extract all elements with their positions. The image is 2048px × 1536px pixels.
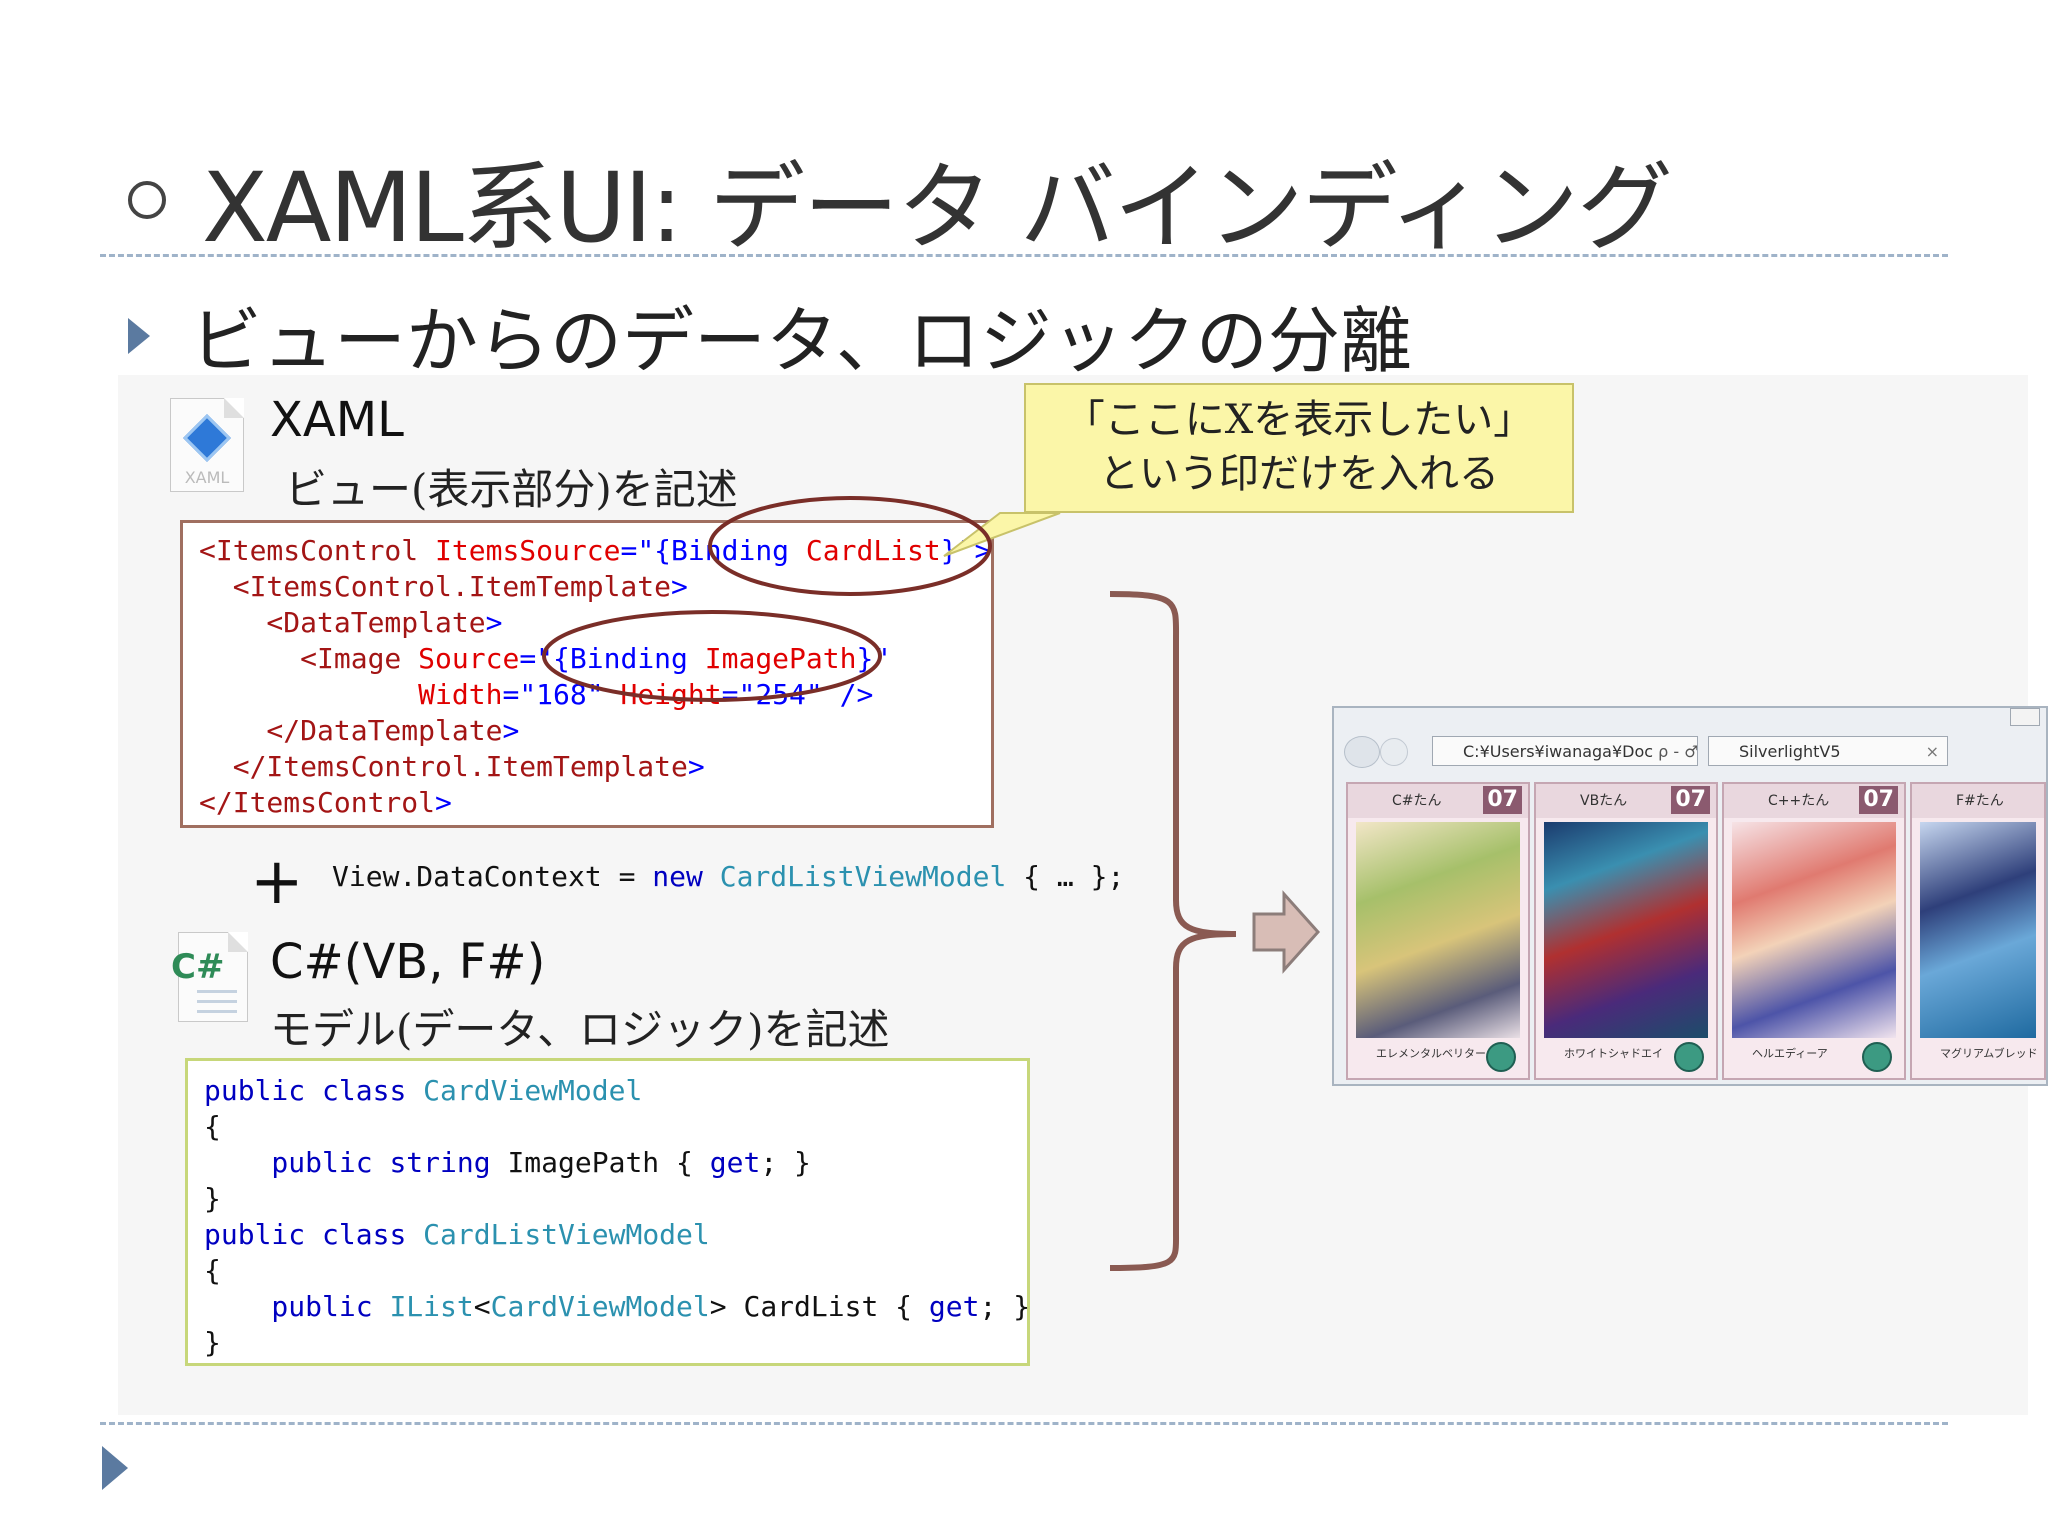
plus-sign: + (250, 845, 304, 919)
callout-line-1: 「ここにXを表示したい」 (1064, 397, 1534, 443)
callout-line-2: という印だけを入れる (1099, 451, 1499, 497)
footer-triangle-icon (102, 1446, 128, 1490)
card-gem-icon (1674, 1042, 1704, 1072)
xaml-file-icon: XAML (170, 398, 244, 492)
forward-button-icon (1380, 738, 1408, 766)
card-art-image (1356, 822, 1520, 1038)
highlight-ellipse-imagepath (542, 610, 882, 702)
card-art-image (1920, 822, 2036, 1038)
xaml-code-box: <ItemsControl ItemsSource="{Binding Card… (180, 520, 994, 828)
right-arrow-icon (1252, 890, 1321, 974)
slide-title-row: XAML系UI: データ バインディング (128, 130, 1673, 269)
csharp-title: C#(VB, F#) (270, 934, 546, 990)
csharp-description: モデル(データ、ロジック)を記述 (270, 1005, 890, 1054)
footer-divider (100, 1422, 1948, 1425)
xaml-description: ビュー(表示部分)を記述 (285, 465, 738, 514)
csharp-file-icon: C# (171, 932, 248, 1022)
card-gem-icon (1862, 1042, 1892, 1072)
title-divider (100, 254, 1948, 257)
card: F#たん マグリアムブレッド (1910, 782, 2046, 1080)
callout-note: 「ここにXを表示したい」 という印だけを入れる (1024, 383, 1574, 513)
tab-close-icon: × (1925, 742, 1939, 761)
back-button-icon (1344, 736, 1380, 768)
slide-title: XAML系UI: データ バインディング (202, 152, 1673, 264)
highlight-ellipse-cardlist (708, 496, 992, 596)
heading-bullet-icon (128, 318, 150, 354)
datacontext-code: View.DataContext = new CardListViewModel… (332, 860, 1125, 893)
section-heading: ビューからのデータ、ロジックの分離 (190, 299, 1412, 383)
title-bullet-circle-icon (128, 180, 166, 219)
csharp-code: public class CardViewModel { public stri… (204, 1074, 1031, 1359)
card-gem-icon (1486, 1042, 1516, 1072)
csharp-code-box: public class CardViewModel { public stri… (185, 1058, 1030, 1366)
address-bar: C:¥Users¥iwanaga¥Doc ρ - ♂ ✕ (1432, 736, 1698, 766)
browser-tab: SilverlightV5 × (1708, 736, 1948, 766)
xaml-title: XAML (270, 392, 404, 448)
right-brace (1109, 591, 1237, 1271)
browser-screenshot: C:¥Users¥iwanaga¥Doc ρ - ♂ ✕ Silverlight… (1332, 706, 2048, 1086)
card-art-image (1732, 822, 1896, 1038)
callout-pointer (943, 512, 1061, 557)
window-control-icon (2010, 708, 2040, 726)
xaml-code: <ItemsControl ItemsSource="{Binding Card… (199, 534, 992, 819)
card-art-image (1544, 822, 1708, 1038)
